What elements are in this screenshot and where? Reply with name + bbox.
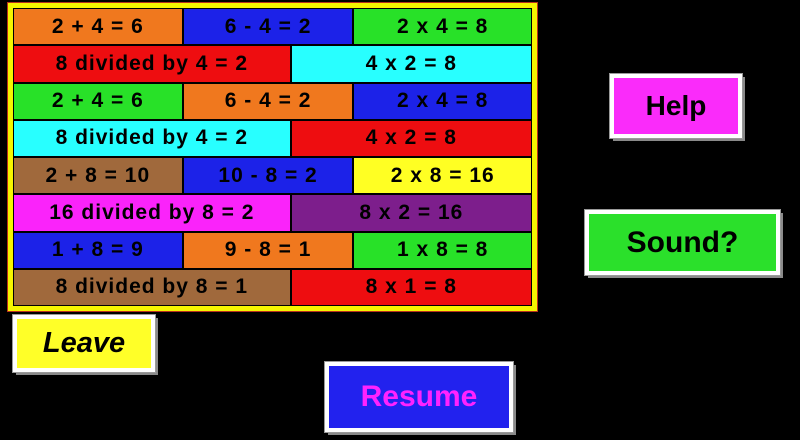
- leave-button[interactable]: Leave: [12, 314, 156, 373]
- equation-tile[interactable]: 6 - 4 = 2: [182, 8, 354, 46]
- equation-tile[interactable]: 4 x 2 = 8: [290, 119, 532, 157]
- equation-tile[interactable]: 2 x 4 = 8: [353, 8, 532, 46]
- sound-toggle-button[interactable]: Sound?: [584, 209, 781, 276]
- equation-tile[interactable]: 4 x 2 = 8: [290, 45, 532, 83]
- equation-tile[interactable]: 1 x 8 = 8: [353, 231, 532, 269]
- resume-button[interactable]: Resume: [324, 361, 514, 433]
- equation-tile[interactable]: 2 + 8 = 10: [13, 157, 183, 195]
- equation-tile[interactable]: 8 divided by 4 = 2: [13, 45, 291, 83]
- equation-tile[interactable]: 2 x 4 = 8: [353, 82, 532, 120]
- equation-tile[interactable]: 6 - 4 = 2: [182, 82, 354, 120]
- equation-tile[interactable]: 2 x 8 = 16: [353, 157, 532, 195]
- equation-tile[interactable]: 16 divided by 8 = 2: [13, 194, 291, 232]
- equation-tile[interactable]: 8 x 2 = 16: [290, 194, 532, 232]
- equation-tile[interactable]: 2 + 4 = 6: [13, 8, 183, 46]
- equation-tile[interactable]: 8 x 1 = 8: [290, 268, 532, 306]
- equation-tile[interactable]: 10 - 8 = 2: [182, 157, 354, 195]
- equation-tile[interactable]: 8 divided by 4 = 2: [13, 119, 291, 157]
- equation-tile[interactable]: 8 divided by 8 = 1: [13, 268, 291, 306]
- equation-tile[interactable]: 2 + 4 = 6: [13, 82, 183, 120]
- help-button[interactable]: Help: [609, 73, 743, 139]
- equation-tile[interactable]: 9 - 8 = 1: [182, 231, 354, 269]
- equation-tile[interactable]: 1 + 8 = 9: [13, 231, 183, 269]
